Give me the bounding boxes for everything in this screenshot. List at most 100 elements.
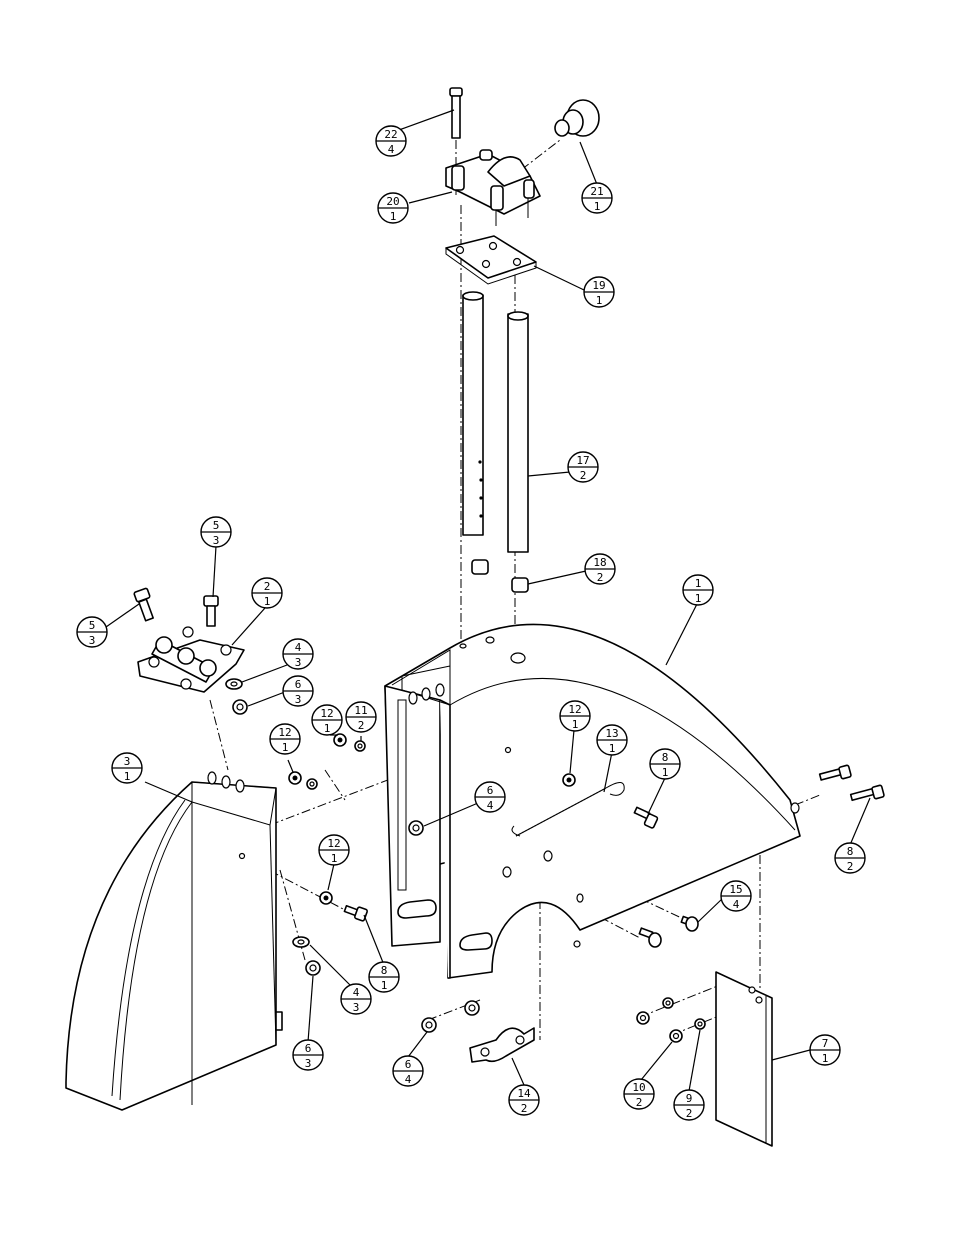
svg-text:8: 8: [847, 845, 854, 858]
svg-text:7: 7: [822, 1037, 829, 1050]
svg-text:6: 6: [305, 1042, 312, 1055]
svg-text:9: 9: [686, 1092, 693, 1105]
svg-text:1: 1: [331, 852, 338, 865]
svg-text:1: 1: [381, 979, 388, 992]
bushings-part-18: [472, 560, 528, 592]
tubes-part-17: [463, 292, 528, 552]
nut-washer-parts-9-10: [637, 998, 705, 1042]
svg-text:6: 6: [405, 1058, 412, 1071]
callout-8-qty-2: 82: [835, 843, 865, 873]
svg-text:14: 14: [517, 1087, 531, 1100]
svg-text:2: 2: [521, 1102, 528, 1115]
callout-12-qty-1-c: 121: [560, 701, 590, 731]
callout-12-qty-1-b: 121: [312, 705, 342, 735]
svg-text:5: 5: [89, 619, 96, 632]
svg-text:3: 3: [295, 693, 302, 706]
bracket-part-14: [470, 1028, 534, 1062]
svg-text:1: 1: [264, 595, 271, 608]
svg-text:3: 3: [305, 1057, 312, 1070]
svg-text:12: 12: [327, 837, 340, 850]
clamp-block-part-20: [446, 150, 540, 226]
svg-text:1: 1: [596, 294, 603, 307]
svg-text:1: 1: [822, 1052, 829, 1065]
svg-text:1: 1: [695, 592, 702, 605]
callout-19-qty-1: 191: [584, 277, 614, 307]
callout-21-qty-1: 211: [582, 183, 612, 213]
svg-text:1: 1: [594, 200, 601, 213]
svg-text:1: 1: [324, 722, 331, 735]
callout-20-qty-1: 201: [378, 193, 408, 223]
svg-text:1: 1: [695, 577, 702, 590]
callout-9-qty-2: 92: [674, 1090, 704, 1120]
svg-text:3: 3: [124, 755, 131, 768]
callout-4-qty-3-bottom: 43: [341, 984, 371, 1014]
callout-1-qty-1: 11: [683, 575, 713, 605]
svg-text:17: 17: [576, 454, 589, 467]
svg-text:4: 4: [353, 986, 360, 999]
knob-part-21: [555, 100, 599, 136]
svg-text:10: 10: [632, 1081, 645, 1094]
svg-text:8: 8: [381, 964, 388, 977]
callout-17-qty-2: 172: [568, 452, 598, 482]
svg-text:13: 13: [605, 727, 618, 740]
svg-text:4: 4: [388, 143, 395, 156]
callout-5-qty-3-left: 53: [77, 617, 107, 647]
svg-text:4: 4: [405, 1073, 412, 1086]
cover-part-3: [66, 772, 282, 1110]
svg-text:1: 1: [390, 210, 397, 223]
callout-2-qty-1: 21: [252, 578, 282, 608]
svg-text:1: 1: [609, 742, 616, 755]
washers-part-11: [307, 741, 365, 789]
svg-text:12: 12: [320, 707, 333, 720]
svg-text:6: 6: [295, 678, 302, 691]
callout-12-qty-1-a: 121: [270, 724, 300, 754]
svg-text:20: 20: [386, 195, 399, 208]
callout-3-qty-1: 31: [112, 753, 142, 783]
svg-text:2: 2: [580, 469, 587, 482]
svg-text:1: 1: [124, 770, 131, 783]
callout-8-qty-1-left: 81: [369, 962, 399, 992]
svg-text:2: 2: [847, 860, 854, 873]
svg-text:1: 1: [572, 718, 579, 731]
svg-text:6: 6: [487, 784, 494, 797]
callout-5-qty-3-top: 53: [201, 517, 231, 547]
svg-text:1: 1: [282, 741, 289, 754]
svg-text:21: 21: [590, 185, 603, 198]
svg-text:4: 4: [487, 799, 494, 812]
screws-part-15: [639, 916, 698, 947]
svg-text:3: 3: [295, 656, 302, 669]
svg-text:12: 12: [568, 703, 581, 716]
callout-22-qty-4: 224: [376, 126, 406, 156]
svg-text:4: 4: [733, 898, 740, 911]
svg-text:22: 22: [384, 128, 397, 141]
svg-text:2: 2: [597, 571, 604, 584]
plate-part-7: [716, 972, 772, 1146]
svg-text:2: 2: [264, 580, 271, 593]
callout-6-qty-3-top: 63: [283, 676, 313, 706]
svg-text:8: 8: [662, 751, 669, 764]
bolt-part-22: [450, 88, 462, 138]
svg-text:15: 15: [729, 883, 742, 896]
svg-text:1: 1: [662, 766, 669, 779]
svg-text:2: 2: [358, 719, 365, 732]
callout-11-qty-2: 112: [346, 702, 376, 732]
svg-text:19: 19: [592, 279, 605, 292]
svg-text:12: 12: [278, 726, 291, 739]
svg-text:18: 18: [593, 556, 606, 569]
callout-6-qty-3-bottom: 63: [293, 1040, 323, 1070]
main-housing-part-1: [385, 624, 800, 978]
callout-8-qty-1-right: 81: [650, 749, 680, 779]
svg-text:11: 11: [354, 704, 367, 717]
svg-text:5: 5: [213, 519, 220, 532]
callout-12-qty-1-d: 121: [319, 835, 349, 865]
callout-14-qty-2: 142: [509, 1085, 539, 1115]
svg-text:2: 2: [686, 1107, 693, 1120]
callout-10-qty-2: 102: [624, 1079, 654, 1109]
svg-text:3: 3: [89, 634, 96, 647]
svg-text:4: 4: [295, 641, 302, 654]
svg-text:3: 3: [353, 1001, 360, 1014]
callout-18-qty-2: 182: [585, 554, 615, 584]
svg-text:2: 2: [636, 1096, 643, 1109]
